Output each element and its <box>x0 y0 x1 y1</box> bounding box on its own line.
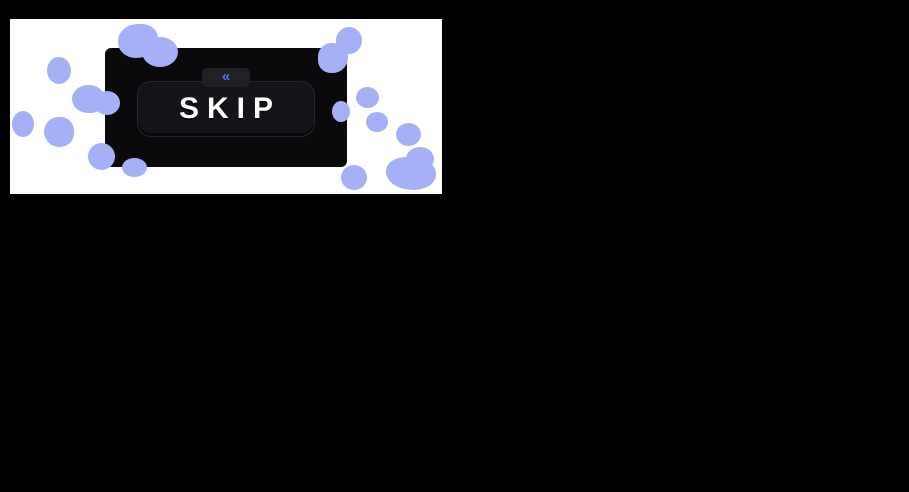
drawing-canvas[interactable]: « SKIP <box>10 19 442 194</box>
chevron-double-left-icon: « <box>221 68 231 85</box>
paint-blob <box>406 147 434 171</box>
skip-button[interactable]: SKIP <box>137 81 315 137</box>
paint-blob <box>72 85 104 113</box>
paint-blob <box>47 57 71 84</box>
paint-blob <box>44 117 74 147</box>
paint-blob <box>12 111 34 137</box>
paint-blob <box>366 112 388 132</box>
paint-blob <box>396 123 421 146</box>
paint-blob <box>386 157 436 190</box>
collapse-button[interactable]: « <box>202 68 250 87</box>
skip-overlay-panel: « SKIP <box>105 48 347 167</box>
paint-blob <box>341 165 367 190</box>
skip-button-label: SKIP <box>178 92 282 125</box>
paint-blob <box>356 87 379 108</box>
